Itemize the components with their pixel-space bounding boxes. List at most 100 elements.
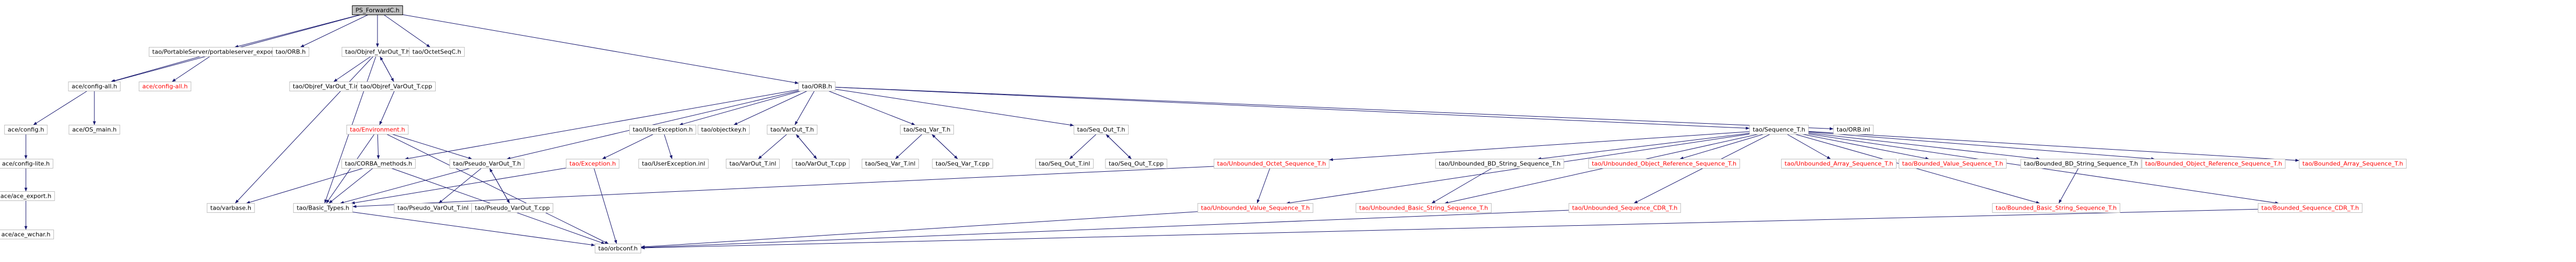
- node-basic-types[interactable]: tao/Basic_Types.h: [293, 203, 353, 213]
- node-label: tao/ORB.inl: [1837, 126, 1870, 133]
- node-label: tao/objectkey.h: [701, 126, 746, 133]
- node-octetseqc[interactable]: tao/OctetSeqC.h: [409, 47, 465, 57]
- node-seq-out-t-cpp[interactable]: tao/Seq_Out_T.cpp: [1105, 159, 1167, 169]
- node-userexception-inl[interactable]: tao/UserException.inl: [638, 159, 709, 169]
- node-pseudo-varout-t-cpp[interactable]: tao/Pseudo_VarOut_T.cpp: [471, 203, 553, 213]
- node-ace-config-all[interactable]: ace/config-all.h: [68, 82, 121, 91]
- edge-unb-octet-seq-to-unb-value-seq: [1256, 168, 1270, 204]
- node-bnd-bd-string-seq[interactable]: tao/Bounded_BD_String_Sequence_T.h: [2020, 159, 2142, 169]
- node-orbconf[interactable]: tao/orbconf.h: [594, 244, 642, 253]
- node-orb-h[interactable]: tao/ORB.h: [798, 82, 836, 91]
- node-unb-objref-seq[interactable]: tao/Unbounded_Object_Reference_Sequence_…: [1588, 159, 1740, 169]
- node-bnd-array-seq[interactable]: tao/Bounded_Array_Sequence_T.h: [2299, 159, 2407, 169]
- edge-userexception-to-ace-exception: [602, 134, 654, 159]
- node-portable-export[interactable]: tao/PortableServer/portableserver_export…: [148, 47, 285, 57]
- node-box: [4, 125, 48, 135]
- node-seq-var-t-cpp[interactable]: tao/Seq_Var_T.cpp: [932, 159, 993, 169]
- node-varout-t-inl[interactable]: tao/VarOut_T.inl: [726, 159, 780, 169]
- node-label: tao/Pseudo_VarOut_T.h: [453, 160, 521, 167]
- node-pseudo-varout-t-inl[interactable]: tao/Pseudo_VarOut_T.inl: [394, 203, 472, 213]
- node-box: [1213, 159, 1330, 169]
- edge-seq-var-t-h-to-seq-var-t-inl: [895, 134, 923, 159]
- node-unb-seq-cdr[interactable]: tao/Unbounded_Sequence_CDR_T.h: [1568, 203, 1681, 213]
- node-layer: PS_ForwardC.h tao/PortableServer/portable…: [0, 5, 2407, 253]
- node-sequence-t-h[interactable]: tao/Sequence_T.h: [1749, 125, 1809, 135]
- node-label: tao/Seq_Var_T.inl: [865, 160, 915, 167]
- node-bnd-seq-cdr[interactable]: tao/Bounded_Sequence_CDR_T.h: [2258, 203, 2362, 213]
- node-label: tao/UserException.h: [633, 126, 692, 133]
- node-box: [861, 159, 919, 169]
- node-label: tao/Seq_Out_T.cpp: [1109, 160, 1164, 167]
- edge-sequence-t-h-to-unb-value-seq: [1286, 133, 1750, 205]
- node-orb-h-top[interactable]: tao/ORB.h: [272, 47, 310, 57]
- node-label: tao/VarOut_T.h: [771, 126, 814, 133]
- edge-objref-varout-t-cpp-to-environment: [379, 91, 395, 125]
- node-box: [1105, 159, 1167, 169]
- node-varout-t-cpp[interactable]: tao/VarOut_T.cpp: [792, 159, 850, 169]
- node-box: [2020, 159, 2142, 169]
- edge-seq-out-t-h-to-seq-out-t-inl: [1069, 134, 1097, 159]
- node-box: [139, 82, 191, 91]
- edge-sequence-t-h-to-bnd-array-seq: [1808, 131, 2299, 162]
- node-label: tao/Environment.h: [350, 126, 405, 133]
- edge-seq-out-t-cpp-to-seq-out-t-h: [1105, 134, 1132, 159]
- edge-sequence-t-h-to-bnd-bd-string-seq: [1808, 132, 2041, 160]
- node-objref-varout-t-inl[interactable]: tao/Objref_VarOut_T.inl: [289, 82, 365, 91]
- edge-unb-seq-cdr-to-orbconf: [641, 210, 1569, 249]
- node-seq-var-t-h[interactable]: tao/Seq_Var_T.h: [899, 125, 954, 135]
- node-unb-basic-string-seq[interactable]: tao/Unbounded_Basic_String_Sequence_T.h: [1356, 203, 1492, 213]
- node-varbase[interactable]: tao/varbase.h: [207, 203, 255, 213]
- edge-pseudo-varout-t-h-to-pseudo-varout-t-inl: [438, 168, 482, 204]
- edge-sequence-t-h-to-unb-seq-cdr: [1633, 134, 1770, 204]
- node-label: tao/Unbounded_Object_Reference_Sequence_…: [1592, 160, 1736, 167]
- node-ace-config-lite[interactable]: ace/config-lite.h: [0, 159, 53, 169]
- node-box: [0, 191, 55, 201]
- edge-root-to-orb-h-top: [300, 15, 368, 48]
- node-corba-methods[interactable]: tao/CORBA_methods.h: [341, 159, 416, 169]
- node-varout-t-h[interactable]: tao/VarOut_T.h: [767, 125, 818, 135]
- node-unb-value-seq[interactable]: tao/Unbounded_Value_Sequence_T.h: [1197, 203, 1314, 213]
- node-ace-ace-export[interactable]: ace/ace_export.h: [0, 191, 55, 201]
- node-label: tao/Seq_Var_T.h: [903, 126, 950, 133]
- node-ace-exception[interactable]: tao/Exception.h: [566, 159, 620, 169]
- node-ace-os-main[interactable]: ace/OS_main.h: [68, 125, 120, 135]
- node-label: tao/UserException.inl: [642, 160, 705, 167]
- node-unb-octet-seq[interactable]: tao/Unbounded_Octet_Sequence_T.h: [1213, 159, 1330, 169]
- node-bnd-basic-string-seq[interactable]: tao/Bounded_Basic_String_Sequence_T.h: [1992, 203, 2120, 213]
- node-userexception[interactable]: tao/UserException.h: [629, 125, 697, 135]
- node-box: [341, 159, 416, 169]
- node-environment[interactable]: tao/Environment.h: [346, 125, 409, 135]
- node-root[interactable]: PS_ForwardC.h: [352, 5, 403, 15]
- node-label: ace/config.h: [8, 126, 44, 133]
- edge-ace-exception-to-basic-types: [351, 167, 567, 205]
- node-ace-config-h[interactable]: ace/config.h: [4, 125, 48, 135]
- node-seq-var-t-inl[interactable]: tao/Seq_Var_T.inl: [861, 159, 919, 169]
- edge-varout-t-cpp-to-varout-t-h: [795, 134, 818, 159]
- node-label: tao/VarOut_T.cpp: [795, 160, 846, 167]
- edge-sequence-t-h-to-unb-array-seq: [1787, 134, 1831, 159]
- edge-sequence-t-h-to-bnd-value-seq: [1802, 134, 1929, 160]
- edge-objref-varout-t-h-to-objref-varout-t-inl: [333, 56, 371, 82]
- node-box: [932, 159, 993, 169]
- node-objectkey[interactable]: tao/objectkey.h: [697, 125, 750, 135]
- node-bnd-value-seq[interactable]: tao/Bounded_Value_Sequence_T.h: [1898, 159, 2007, 169]
- node-objref-varout-t-cpp[interactable]: tao/Objref_VarOut_T.cpp: [357, 82, 436, 91]
- edge-varout-t-h-to-varout-t-inl: [758, 134, 787, 159]
- edge-layer: [24, 14, 2299, 250]
- edge-sequence-t-h-to-bnd-seq-cdr: [1808, 133, 2279, 205]
- node-ace-config-all-missing[interactable]: ace/config-all.h: [139, 82, 191, 91]
- node-label: tao/Unbounded_Basic_String_Sequence_T.h: [1359, 205, 1488, 212]
- node-orb-inl[interactable]: tao/ORB.inl: [1833, 125, 1874, 135]
- node-unb-array-seq[interactable]: tao/Unbounded_Array_Sequence_T.h: [1781, 159, 1897, 169]
- node-pseudo-varout-t-h[interactable]: tao/Pseudo_VarOut_T.h: [449, 159, 525, 169]
- node-seq-out-t-h[interactable]: tao/Seq_Out_T.h: [1073, 125, 1129, 135]
- node-objref-varout-t-h[interactable]: tao/Objref_VarOut_T.h: [341, 47, 414, 57]
- node-ace-ace-wchar[interactable]: ace/ace_wchar.h: [0, 230, 54, 239]
- node-label: ace/config-lite.h: [2, 160, 50, 167]
- node-unb-bd-string-seq[interactable]: tao/Unbounded_BD_String_Sequence_T.h: [1435, 159, 1564, 169]
- node-label: tao/varbase.h: [210, 205, 251, 212]
- node-bnd-objref-seq[interactable]: tao/Bounded_Object_Reference_Sequence_T.…: [2141, 159, 2286, 169]
- node-seq-out-t-inl[interactable]: tao/Seq_Out_T.inl: [1035, 159, 1094, 169]
- node-label: tao/Bounded_BD_String_Sequence_T.h: [2024, 160, 2138, 167]
- edge-orb-h-to-userexception: [679, 91, 801, 126]
